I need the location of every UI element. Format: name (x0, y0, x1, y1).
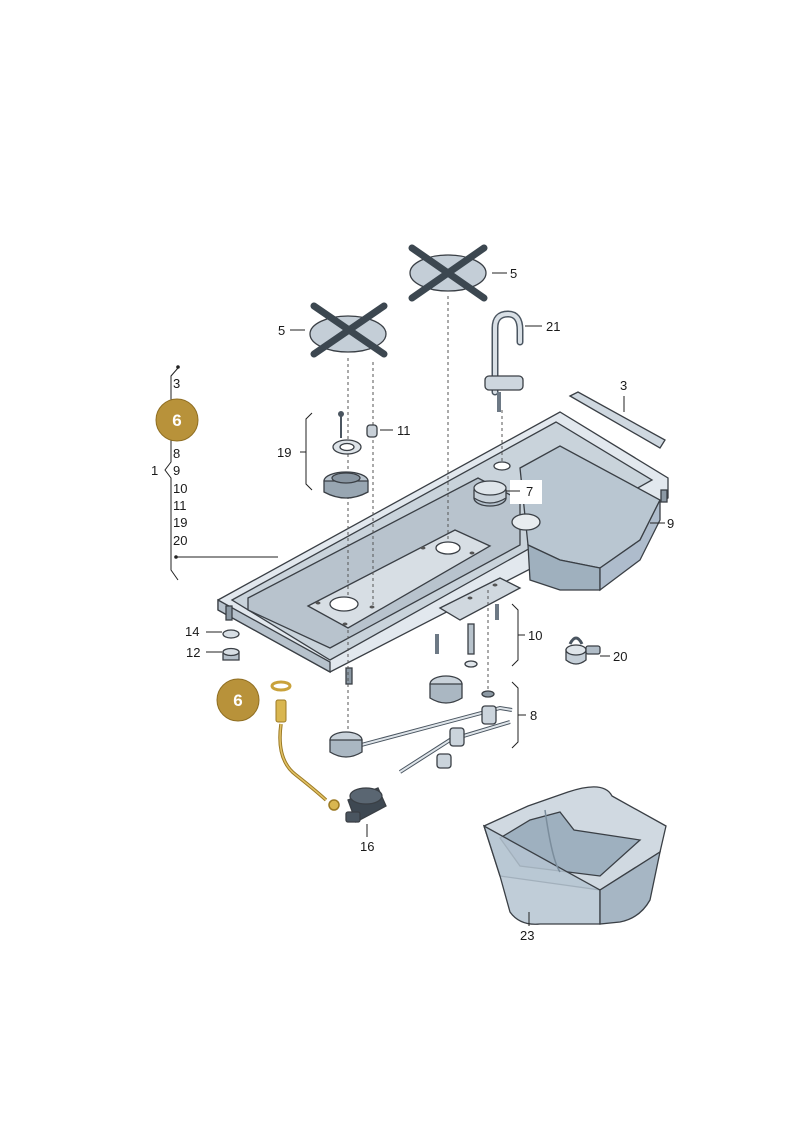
label-21: 21 (546, 319, 560, 334)
label-3-trim: 3 (620, 378, 627, 393)
washer-14 (222, 629, 240, 639)
badge-6-legend-text: 6 (172, 411, 181, 430)
legend-label-3: 3 (173, 376, 180, 391)
water-tap (484, 310, 524, 412)
burner-assembly (323, 411, 378, 499)
label-5-left: 5 (278, 323, 285, 338)
label-20: 20 (613, 649, 627, 664)
legend-label-1: 1 (151, 463, 158, 478)
label-14: 14 (185, 624, 199, 639)
label-23: 23 (520, 928, 534, 943)
badge-part-6-legend[interactable]: 6 (155, 398, 199, 442)
thermocouple-6[interactable] (270, 680, 340, 811)
label-9-sink: 9 (667, 516, 674, 531)
legend-label-20: 20 (173, 533, 187, 548)
sink-bowl-23 (482, 786, 667, 925)
drain-plug (473, 480, 507, 507)
legend-label-8: 8 (173, 446, 180, 461)
legend-label-11: 11 (173, 498, 187, 513)
gas-valves-pipework-8 (329, 675, 513, 774)
drain-outlet-20 (565, 636, 601, 665)
legend-label-9: 9 (173, 463, 180, 478)
label-19: 19 (277, 445, 291, 460)
label-10: 10 (528, 628, 542, 643)
label-12: 12 (186, 645, 200, 660)
pan-support-left (309, 302, 388, 358)
badge-6-diagram-text: 6 (233, 691, 242, 710)
legend-label-10: 10 (173, 481, 187, 496)
badge-part-6-diagram[interactable]: 6 (216, 678, 260, 722)
legend-label-19: 19 (173, 515, 187, 530)
hob-sink-worktop (217, 411, 669, 685)
label-8: 8 (530, 708, 537, 723)
trim-strip (568, 391, 666, 449)
label-11: 11 (397, 423, 411, 438)
nut-12 (222, 647, 240, 661)
label-7: 7 (526, 484, 533, 499)
label-16: 16 (360, 839, 374, 854)
legend-bracket (164, 365, 278, 581)
valve-spindles-10 (435, 604, 499, 668)
label-5-right: 5 (510, 266, 517, 281)
ignition-unit-16 (345, 787, 387, 823)
pan-support-right (408, 244, 488, 302)
